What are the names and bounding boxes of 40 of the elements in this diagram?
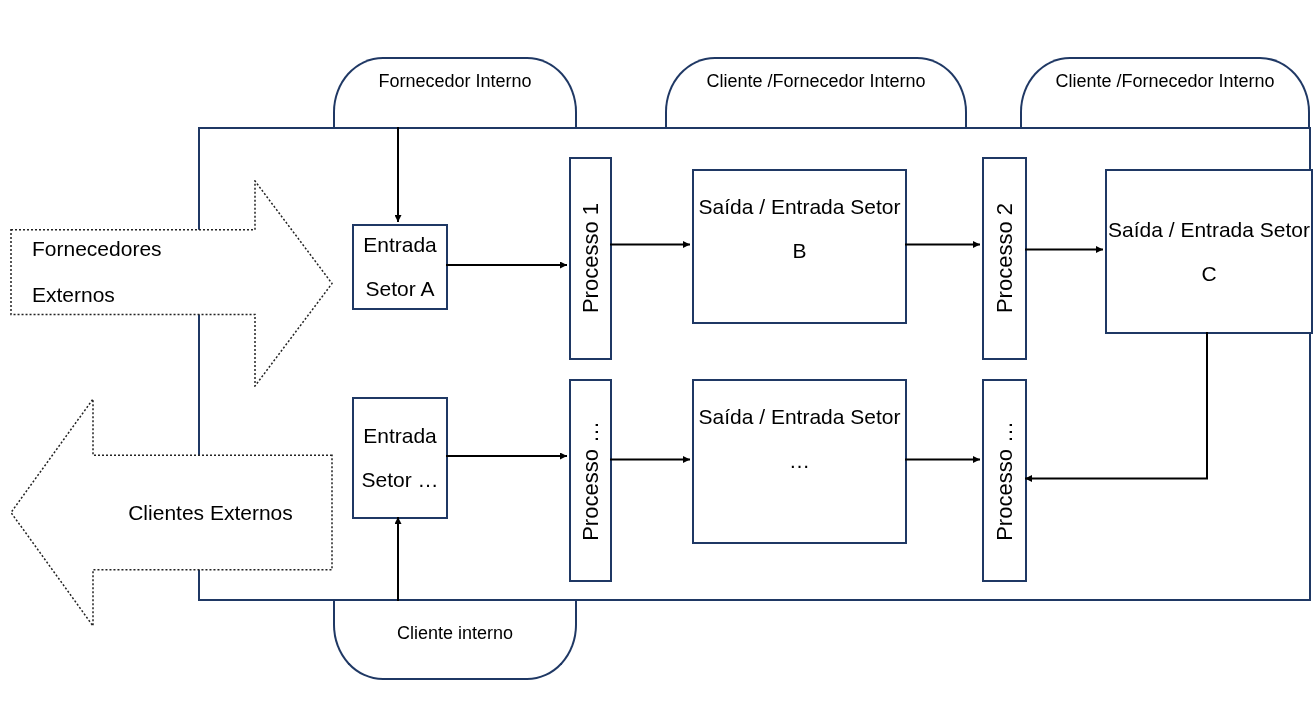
tab-shape [333,57,577,127]
process-box [982,379,1027,582]
node-label: Saída / Entrada Setor … [697,404,902,474]
node-label: Cliente /Fornecedor Interno [706,71,926,92]
node-label: Fornecedores Externos [32,236,163,309]
process-box [982,157,1027,360]
arrow [445,452,568,460]
process-box [569,379,612,582]
arrow [394,516,402,602]
arrow [394,126,402,223]
sector-box [1105,169,1313,334]
node-label: Cliente /Fornecedor Interno [1055,71,1275,92]
tab-shape [665,57,967,127]
arrow [445,261,568,269]
node-label: Fornecedor Interno [378,71,532,92]
node-label: Entrada Setor A [362,232,438,302]
node-label: Processo 2 [991,203,1018,314]
tab-shape [333,601,577,680]
arrow [1024,246,1104,253]
node-label: Processo … [991,420,1018,541]
external-party-shape [10,398,333,627]
node-label: Saída / Entrada Setor B [697,194,902,264]
node-label: Entrada Setor … [360,423,440,493]
node-label: Processo … [577,420,604,541]
sector-box [692,379,907,544]
sector-box [352,397,448,519]
external-party-shape [10,180,333,387]
sector-box [692,169,907,324]
arrow [904,241,981,248]
arrow [609,241,691,248]
tab-shape [1020,57,1310,127]
node-label: Processo 1 [577,203,604,314]
node-label: Cliente interno [396,622,514,644]
arrow [609,456,691,463]
process-box [569,157,612,360]
sector-box [352,224,448,310]
node-label: Saída / Entrada Setor C [1108,216,1310,287]
arrow [904,456,981,463]
arrow [1024,331,1208,482]
node-label: Clientes Externos [128,500,293,525]
